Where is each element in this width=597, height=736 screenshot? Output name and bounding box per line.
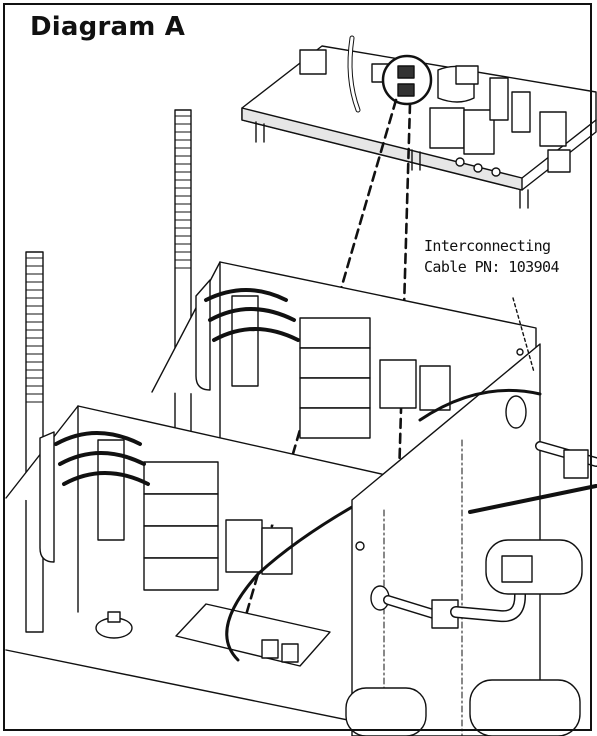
callout-line-1: Interconnecting xyxy=(424,237,551,255)
cable-callout-label: Interconnecting Cable PN: 103904 xyxy=(424,236,560,278)
top-circuit-board xyxy=(241,35,597,209)
callout-leader-line xyxy=(512,297,535,373)
side-panel xyxy=(351,343,541,736)
pipe-fittings xyxy=(345,388,597,736)
diagram-title: Diagram A xyxy=(30,12,186,42)
rear-enclosure xyxy=(151,261,537,461)
front-enclosure xyxy=(5,405,427,736)
callout-line-2: Cable PN: 103904 xyxy=(424,258,560,276)
figure-border xyxy=(3,3,592,731)
